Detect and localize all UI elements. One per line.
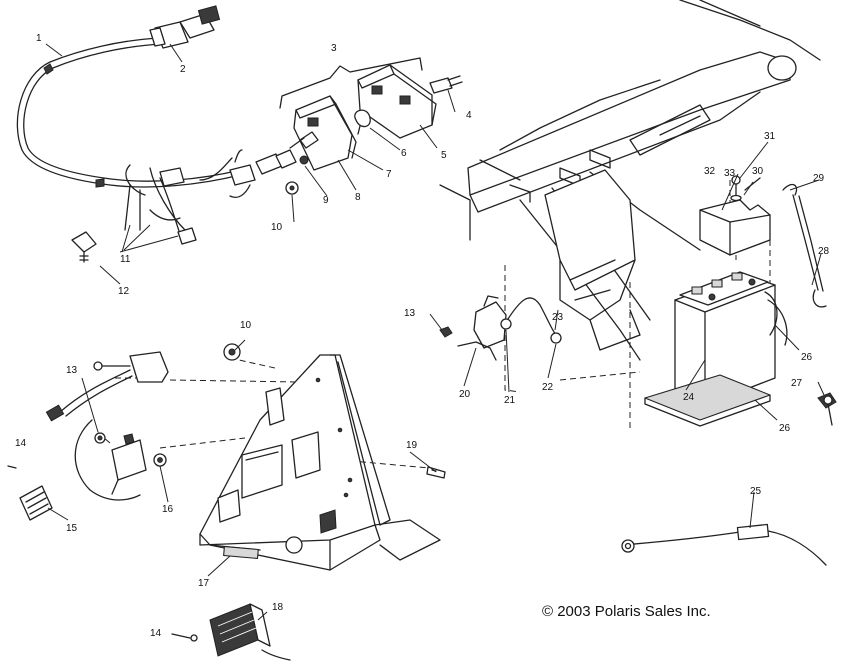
callout-26-lower: 26 [779,423,791,434]
headlight-assembly [255,57,463,195]
callout-12: 12 [118,286,130,297]
battery-strap [782,183,827,308]
ignition-key [817,392,837,426]
callout-31: 31 [764,131,776,142]
ignition-coil [111,433,147,495]
callout-1: 1 [36,33,42,44]
fastener-nut [94,432,106,444]
callout-19: 19 [406,440,418,451]
rectifier [7,465,53,521]
callout-2: 2 [180,64,186,75]
callout-23: 23 [552,312,564,323]
callout-11: 11 [120,254,131,265]
callout-33: 33 [724,168,736,179]
callout-4: 4 [466,110,472,121]
callout-24: 24 [683,392,695,403]
callout-9: 9 [323,195,329,206]
battery-cover [699,199,771,256]
callout-20: 20 [459,389,471,400]
callout-21: 21 [504,395,516,406]
callout-30: 30 [752,166,764,177]
callout-28: 28 [818,246,830,257]
voltage-regulator [171,603,291,661]
callout-10-lower: 10 [240,320,252,331]
callout-32: 32 [704,166,716,177]
callout-6: 6 [401,148,407,159]
callout-27: 27 [791,378,803,389]
panel-screw [426,466,446,479]
connector-plug [71,231,97,263]
callout-13-left: 13 [66,365,78,376]
callout-3: 3 [331,43,337,54]
callout-18: 18 [272,602,284,613]
callout-29: 29 [813,173,825,184]
copyright-notice: © 2003 Polaris Sales Inc. [542,603,711,620]
assembly-lines [94,180,771,469]
battery [674,271,778,406]
panel-grommet [223,343,241,361]
callout-17: 17 [198,578,210,589]
callout-7: 7 [386,169,392,180]
battery-pad [644,374,771,427]
side-panel [199,354,441,571]
ground-cable [621,523,827,566]
cdi-module [45,351,169,501]
battery-bracket [544,169,641,351]
callout-13-right: 13 [404,308,416,319]
callout-15: 15 [66,523,78,534]
callout-10-upper: 10 [271,222,283,233]
decal [223,545,259,560]
panel-grommet-16 [153,453,167,467]
callout-26-upper: 26 [801,352,813,363]
callout-14-left: 14 [15,438,27,449]
callout-14-bottom: 14 [150,628,162,639]
callout-16: 16 [162,504,174,515]
callout-labels: 1 2 3 4 5 6 7 8 9 10 11 12 10 13 14 15 1… [15,33,830,639]
battery-hold-screw [730,175,761,202]
callout-22: 22 [542,382,554,393]
wire-harness [16,5,256,245]
callout-25: 25 [750,486,762,497]
callout-8: 8 [355,192,361,203]
leader-lines [45,43,825,621]
callout-5: 5 [441,150,447,161]
starter-solenoid [439,295,562,361]
battery-vent-tube [767,299,788,346]
